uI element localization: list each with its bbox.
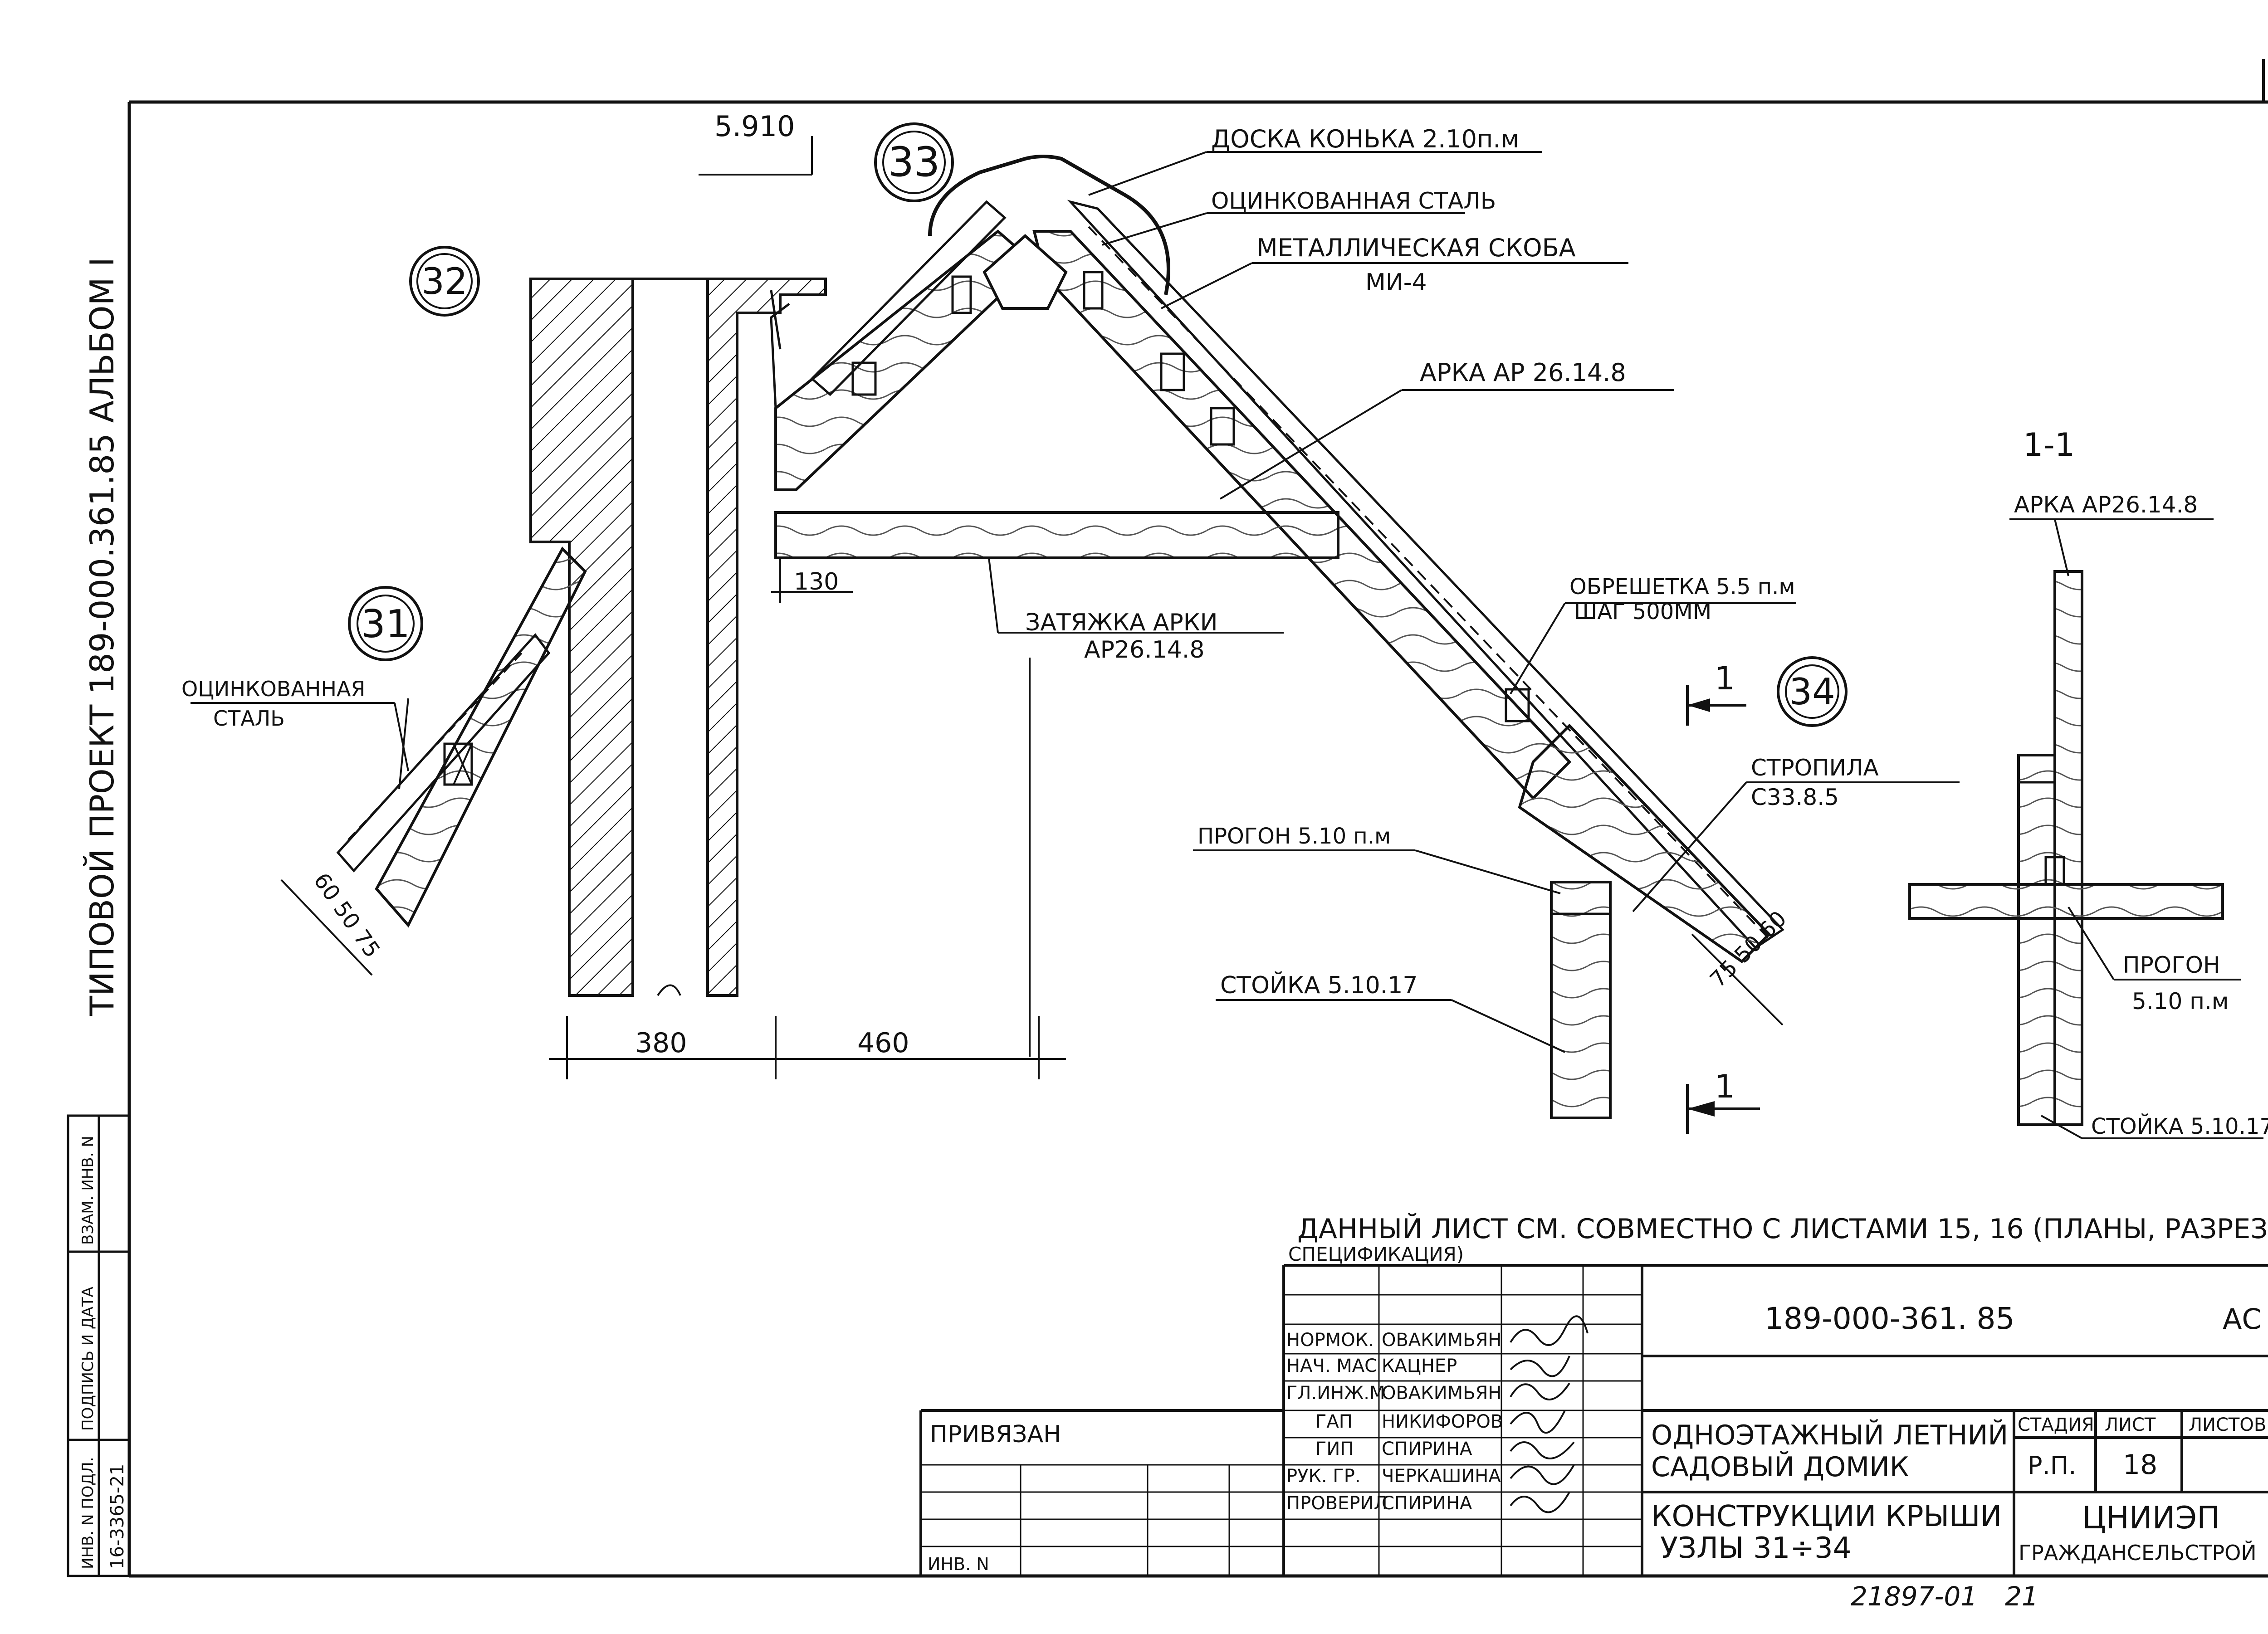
role-2: ГЛ.ИНЖ.М — [1286, 1383, 1385, 1404]
doc-code: 189-000-361. 85 — [1765, 1301, 2015, 1336]
org-name-1: ЦНИИЭП — [2082, 1500, 2220, 1536]
name-4: СПИРИНА — [1382, 1439, 1472, 1459]
ridge-board-label: ДОСКА КОНЬКА 2.10п.м — [1211, 125, 1519, 153]
note-line-1: ДАННЫЙ ЛИСТ СМ. СОВМЕСТНО С ЛИСТАМИ 15, … — [1297, 1212, 2268, 1245]
name-1: КАЦНЕР — [1382, 1356, 1457, 1376]
bottom-page: 21 — [2005, 1581, 2038, 1612]
sheets-header: ЛИСТОВ — [2189, 1415, 2266, 1435]
leader-lines — [191, 136, 2263, 1139]
node-31: 31 — [361, 602, 410, 647]
object-name-1: ОДНОЭТАЖНЫЙ ЛЕТНИЙ — [1651, 1419, 2008, 1451]
inv-label: ИНВ. N — [928, 1554, 989, 1574]
node-markers: 32 33 31 34 — [348, 122, 1848, 727]
section-purlin-mark: 5.10 п.м — [2132, 988, 2229, 1015]
stage-value: Р.П. — [2028, 1451, 2077, 1480]
dimension-lines — [280, 879, 1784, 1079]
rafter-label: СТРОПИЛА — [1751, 755, 1879, 781]
title-block: 189-000-361. 85 АС ПРИВЯЗАН ИНВ. N НОРМО… — [919, 1264, 2268, 1612]
galv-steel-left-label: ОЦИНКОВАННАЯ — [181, 677, 365, 701]
galv-steel-top-label: ОЦИНКОВАННАЯ СТАЛЬ — [1211, 188, 1496, 214]
node-34: 34 — [1789, 671, 1835, 713]
dim-460: 460 — [857, 1027, 909, 1059]
metal-bracket-mark: МИ-4 — [1365, 269, 1427, 296]
tie-beam-label: ЗАТЯЖКА АРКИ — [1025, 609, 1218, 636]
stamp-sign-date: ПОДПИСЬ И ДАТА — [79, 1287, 97, 1431]
stamp-inv-replace: ВЗАМ. ИНВ. N — [79, 1136, 97, 1245]
galv-steel-left-label-2: СТАЛЬ — [213, 706, 285, 731]
callout-labels: 5.910 ДОСКА КОНЬКА 2.10п.м ОЦИНКОВАННАЯ … — [181, 110, 2268, 1139]
role-3: ГАП — [1315, 1411, 1353, 1432]
left-stamp: ИНВ. N ПОДЛ. ПОДПИСЬ И ДАТА ВЗАМ. ИНВ. N… — [67, 1114, 131, 1577]
arch-label: АРКА АР 26.14.8 — [1420, 358, 1626, 387]
name-5: ЧЕРКАШИНА — [1382, 1466, 1501, 1487]
cut-mark-top: 1 — [1715, 660, 1735, 697]
sheet-name-1: КОНСТРУКЦИИ КРЫШИ — [1651, 1500, 2002, 1533]
side-title: ТИПОВОЙ ПРОЕКТ 189-000.361.85 АЛЬБОМ I — [83, 257, 121, 1016]
role-5: РУК. ГР. — [1286, 1466, 1361, 1487]
object-name-2: САДОВЫЙ ДОМИК — [1651, 1450, 1909, 1483]
section-title: 1-1 — [2023, 426, 2075, 463]
role-list: НОРМОК. ОВАКИМЬЯН НАЧ. МАС КАЦНЕР ГЛ.ИНЖ… — [1286, 1330, 1503, 1514]
role-1: НАЧ. МАС — [1286, 1356, 1377, 1376]
sheet-value: 18 — [2123, 1449, 2157, 1481]
note-line-2: СПЕЦИФИКАЦИЯ) — [1288, 1243, 1464, 1265]
dim-380: 380 — [635, 1027, 687, 1059]
signatures — [1510, 1315, 1589, 1513]
sheet-header: ЛИСТ — [2105, 1415, 2156, 1435]
bottom-code: 21897-01 — [1851, 1581, 1977, 1612]
section-post-label: СТОЙКА 5.10.17 — [2091, 1113, 2268, 1139]
stamp-inv-number: 16-3365-21 — [107, 1464, 128, 1569]
role-0: НОРМОК. — [1286, 1330, 1374, 1351]
section-purlin-label: ПРОГОН — [2123, 952, 2220, 978]
name-3: НИКИФОРОВ — [1382, 1411, 1503, 1432]
dim-130: 130 — [794, 568, 839, 595]
doc-mark: АС — [2223, 1302, 2262, 1336]
brick-wall — [529, 278, 827, 997]
role-4: ГИП — [1315, 1439, 1354, 1459]
cut-marks — [1686, 685, 1760, 1134]
bound-label: ПРИВЯЗАН — [930, 1421, 1061, 1448]
node-33: 33 — [888, 138, 940, 186]
name-6: СПИРИНА — [1382, 1493, 1472, 1514]
metal-bracket-label: МЕТАЛЛИЧЕСКАЯ СКОБА — [1256, 234, 1576, 262]
section-1-1 — [1908, 570, 2224, 1126]
cut-mark-bottom: 1 — [1715, 1068, 1735, 1105]
name-0: ОВАКИМЬЯН — [1382, 1330, 1501, 1351]
org-name-2: ГРАЖДАНСЕЛЬСТРОЙ — [2019, 1541, 2257, 1565]
tie-beam-mark: АР26.14.8 — [1084, 636, 1204, 663]
rafter-mark: С33.8.5 — [1751, 784, 1839, 810]
lathing-label: ОБРЕШЕТКА 5.5 п.м — [1569, 574, 1795, 600]
name-2: ОВАКИМЬЯН — [1382, 1383, 1501, 1404]
stamp-inv-orig: ИНВ. N ПОДЛ. — [79, 1457, 97, 1569]
node-32: 32 — [421, 260, 468, 302]
stage-header: СТАДИЯ — [2018, 1415, 2094, 1435]
level-mark: 5.910 — [714, 110, 795, 143]
role-6: ПРОВЕРИЛ — [1286, 1493, 1388, 1514]
purlin-label: ПРОГОН 5.10 п.м — [1198, 824, 1391, 849]
lathing-step: ШАГ 500ММ — [1574, 599, 1711, 624]
roof-arch — [770, 155, 1784, 1119]
sheet-name-2: УЗЛЫ 31÷34 — [1660, 1532, 1851, 1565]
post-label: СТОЙКА 5.10.17 — [1220, 971, 1418, 999]
section-arch-label: АРКА АР26.14.8 — [2014, 492, 2198, 518]
